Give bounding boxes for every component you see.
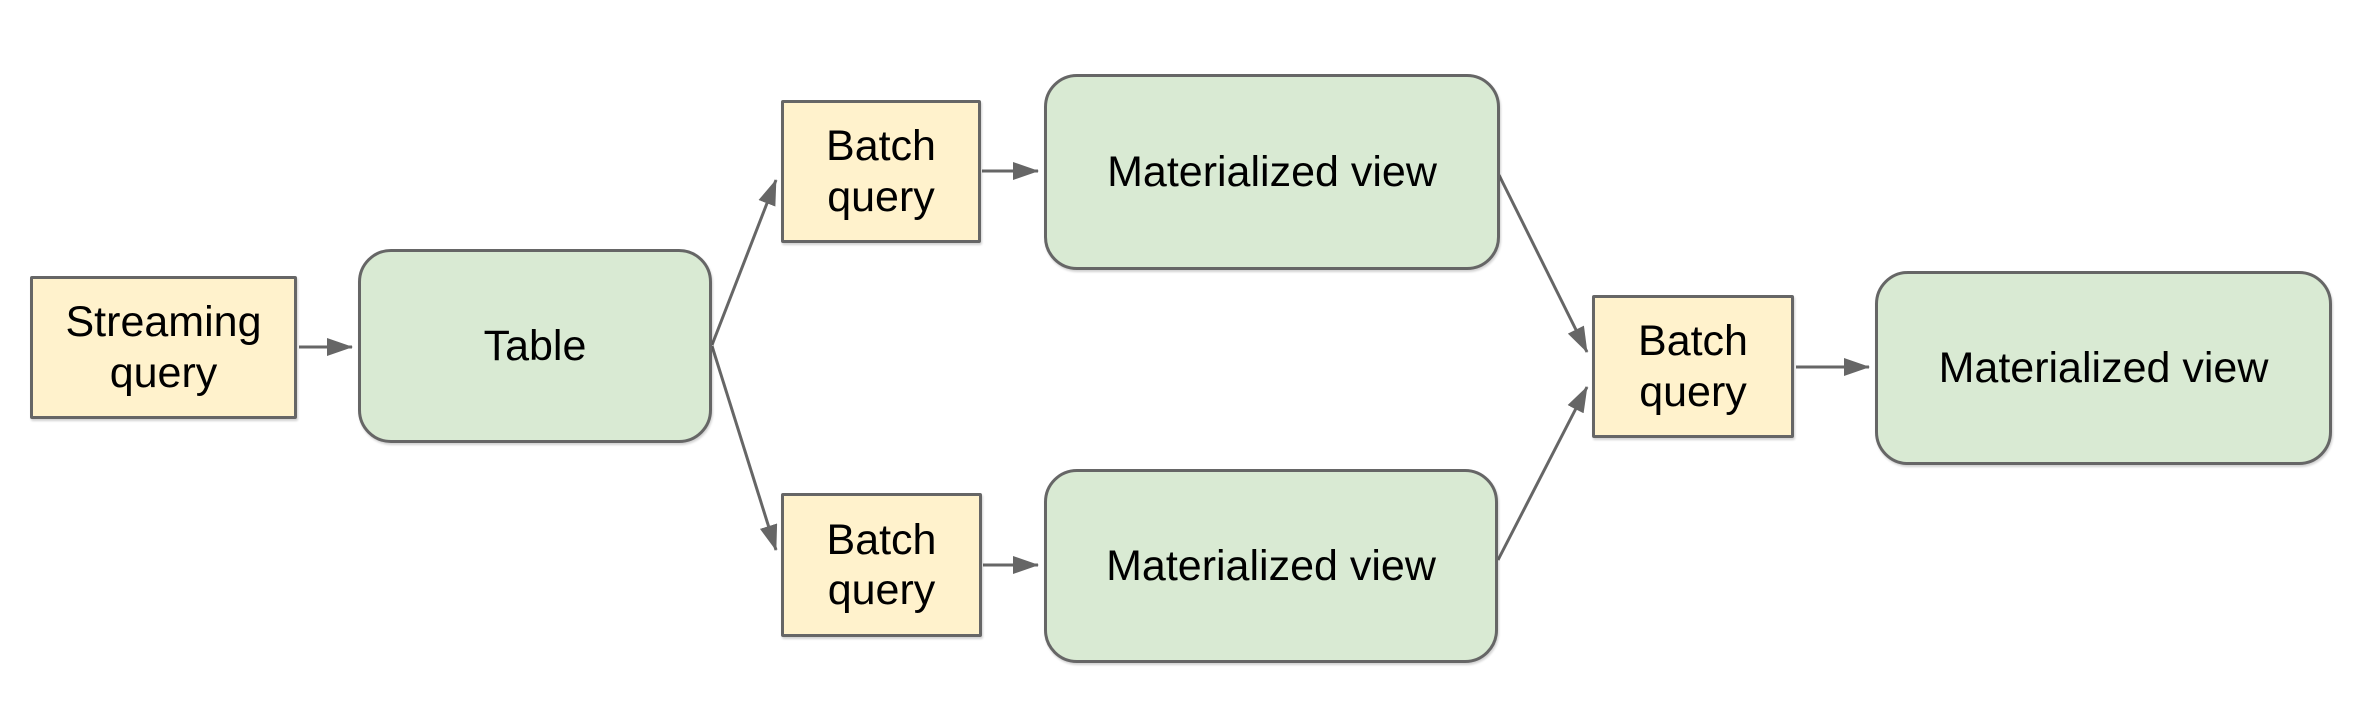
node-table: Table [358, 249, 712, 443]
node-materialized-view-bottom: Materialized view [1044, 469, 1498, 663]
node-batch-query-bottom: Batch query [781, 493, 982, 637]
edge-mv-top-to-batch-query-right [1497, 174, 1589, 353]
node-materialized-view-bottom-label: Materialized view [1106, 541, 1436, 590]
node-materialized-view-top-label: Materialized view [1107, 147, 1437, 196]
node-materialized-view-right-label: Materialized view [1938, 343, 2269, 392]
edge-mv-bottom-to-batch-query-right [1496, 386, 1589, 561]
node-batch-query-top-label: Batch query [826, 122, 936, 221]
node-streaming-query: Streaming query [30, 276, 297, 419]
node-streaming-query-label: Streaming query [65, 298, 262, 397]
node-table-label: Table [483, 321, 587, 370]
node-batch-query-right: Batch query [1592, 295, 1794, 438]
edge-table-to-batch-query-bottom [710, 345, 778, 551]
node-batch-query-top: Batch query [781, 100, 981, 243]
node-batch-query-bottom-label: Batch query [826, 515, 937, 614]
node-materialized-view-top: Materialized view [1044, 74, 1500, 270]
edge-table-to-batch-query-top [710, 179, 778, 346]
node-materialized-view-right: Materialized view [1875, 271, 2332, 465]
node-batch-query-right-label: Batch query [1638, 317, 1748, 416]
